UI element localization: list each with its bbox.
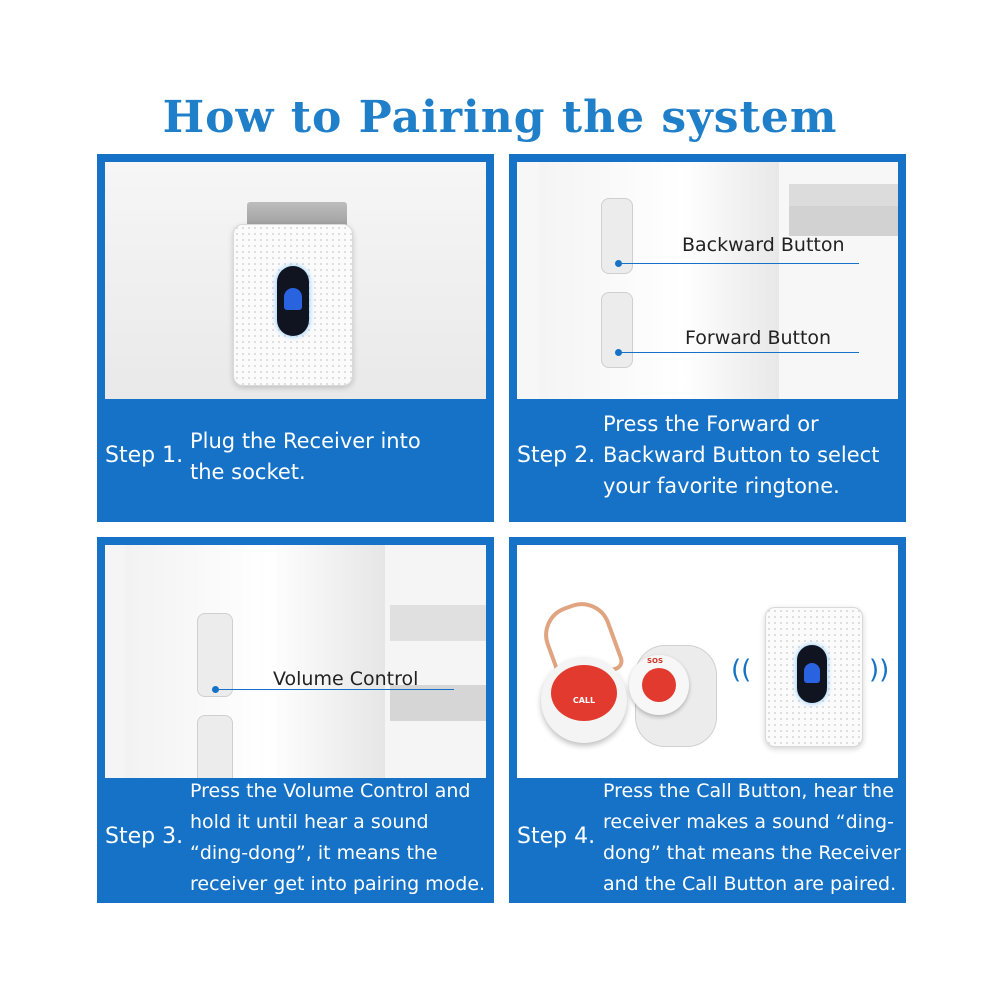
sos-label: SOS <box>647 657 664 665</box>
step-2-text: Press the Forward or Backward Button to … <box>603 409 879 502</box>
plug-prong <box>789 206 898 236</box>
call-button[interactable]: CALL <box>551 665 617 721</box>
backward-pointer-line <box>619 263 859 264</box>
step-3-line: “ding-dong”, it means the <box>190 842 438 864</box>
step-3-line: receiver get into pairing mode. <box>190 873 486 895</box>
step-3-number: Step 3. <box>105 824 184 849</box>
step-4-number: Step 4. <box>517 824 596 849</box>
forward-pointer-line <box>619 352 859 353</box>
signal-waves-right-icon: )) <box>869 655 890 685</box>
volume-pointer-dot <box>212 686 219 693</box>
step-4-text: Press the Call Button, hear the receiver… <box>603 776 901 900</box>
step-4-line: receiver makes a sound “ding- <box>603 811 894 833</box>
lower-button[interactable] <box>197 715 233 778</box>
device-side <box>539 162 779 399</box>
forward-button-label: Forward Button <box>685 327 832 349</box>
wrist-call-device: SOS <box>629 655 689 715</box>
volume-control-button[interactable] <box>197 613 233 697</box>
backward-button-label: Backward Button <box>682 234 845 256</box>
backward-button[interactable] <box>601 198 633 274</box>
backward-pointer-dot <box>615 260 622 267</box>
volume-control-label: Volume Control <box>273 668 419 690</box>
step-1-text: Plug the Receiver into the socket. <box>190 426 421 488</box>
step-4-line: dong” that means the Receiver <box>603 842 901 864</box>
step-2-line: Backward Button to select <box>603 443 880 467</box>
step-2-line: Press the Forward or <box>603 412 819 436</box>
bell-icon <box>804 663 820 683</box>
step-1-photo <box>105 162 486 399</box>
volume-pointer-line <box>216 689 454 690</box>
plug-prong <box>390 685 486 721</box>
step-3-line: hold it until hear a sound <box>190 811 429 833</box>
step-2-line: your favorite ringtone. <box>603 474 840 498</box>
step-3-text: Press the Volume Control and hold it unt… <box>190 776 485 900</box>
bell-icon <box>284 288 302 310</box>
step-3-panel: Volume Control Step 3. Press the Volume … <box>97 537 494 903</box>
step-4-line: and the Call Button are paired. <box>603 873 897 895</box>
plug-prong <box>390 605 486 641</box>
step-1-line: Plug the Receiver into <box>190 429 421 453</box>
step-2-photo: Backward Button Forward Button <box>517 162 898 399</box>
step-4-panel: CALL SOS (( )) Step 4. Press the Call Bu… <box>509 537 906 903</box>
step-1-line: the socket. <box>190 460 306 484</box>
device-side <box>125 545 385 778</box>
forward-pointer-dot <box>615 349 622 356</box>
step-2-panel: Backward Button Forward Button Step 2. P… <box>509 154 906 522</box>
signal-waves-left-icon: (( <box>731 655 752 685</box>
step-2-number: Step 2. <box>517 443 596 468</box>
step-4-line: Press the Call Button, hear the <box>603 780 894 802</box>
call-pendant: CALL <box>541 657 627 743</box>
forward-button[interactable] <box>601 292 633 368</box>
call-label: CALL <box>572 696 596 705</box>
step-1-number: Step 1. <box>105 443 184 468</box>
step-3-photo: Volume Control <box>105 545 486 778</box>
receiver-display <box>797 645 827 703</box>
step-1-panel: Step 1. Plug the Receiver into the socke… <box>97 154 494 522</box>
wrist-call-button[interactable] <box>642 668 676 702</box>
page-title: How to Pairing the system <box>162 92 838 143</box>
step-4-photo: CALL SOS (( )) <box>517 545 898 778</box>
receiver-display <box>277 266 309 336</box>
step-3-line: Press the Volume Control and <box>190 780 471 802</box>
